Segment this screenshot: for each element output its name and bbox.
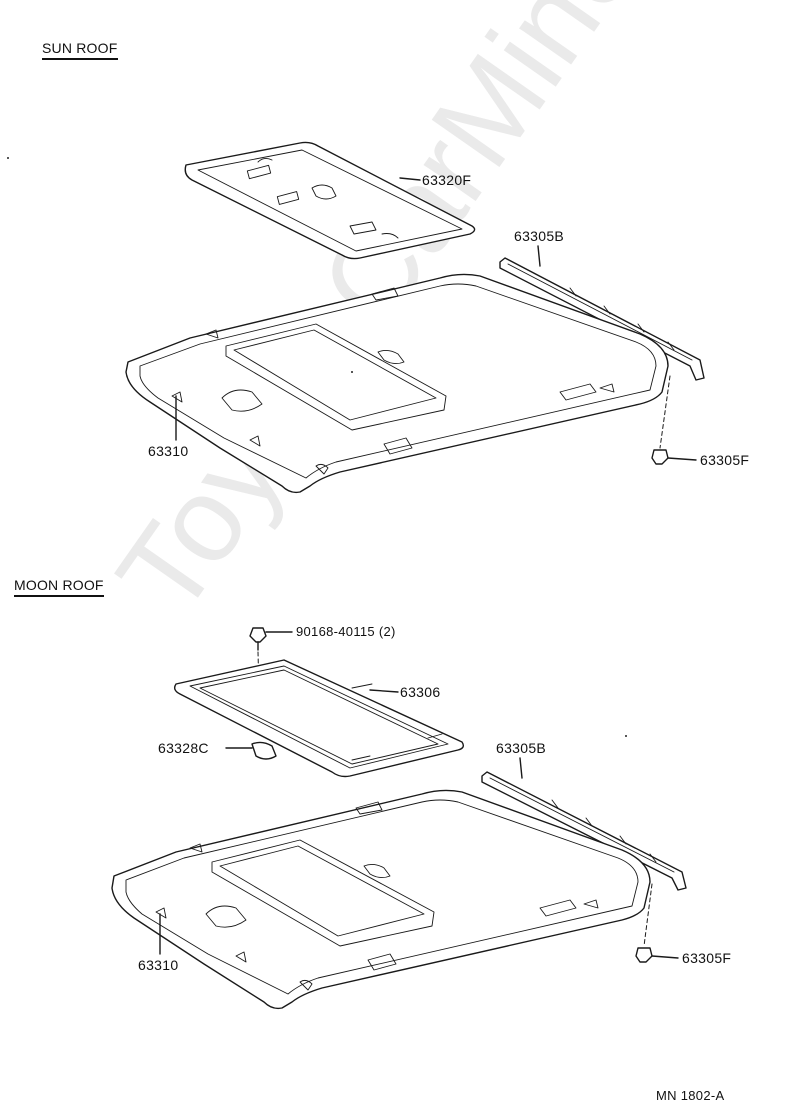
- label-trim-frame-63306: 63306: [400, 684, 441, 700]
- label-rail-63305B-moon: 63305B: [496, 740, 547, 756]
- label-screw-90168: 90168-40115 (2): [296, 624, 396, 639]
- leader-rail-1: [537, 245, 541, 267]
- moon-roof-knob: [225, 741, 277, 760]
- label-rail-63305B-sun: 63305B: [514, 228, 565, 244]
- moon-roof-clip: [635, 883, 679, 963]
- label-knob-63328C: 63328C: [158, 740, 209, 756]
- moon-roof-trim-frame: [173, 659, 465, 778]
- sun-roof-headliner: [125, 273, 669, 494]
- moon-roof-rail: [481, 771, 687, 891]
- label-clip-63305F-sun: 63305F: [700, 452, 750, 468]
- sun-roof-title: SUN ROOF: [42, 40, 118, 60]
- leader-trim-frame: [369, 689, 399, 693]
- sunshade-panel: [184, 141, 476, 260]
- leader-rail-2: [519, 757, 523, 779]
- label-sunshade-63320F: 63320F: [422, 172, 472, 188]
- leader-sunshade: [399, 177, 421, 181]
- label-clip-63305F-moon: 63305F: [682, 950, 732, 966]
- sun-roof-rail: [499, 257, 705, 381]
- moon-roof-title: MOON ROOF: [14, 577, 104, 597]
- label-headliner-63310-moon: 63310: [138, 957, 179, 973]
- diagram-code: MN 1802-A: [656, 1088, 725, 1103]
- sun-roof-clip: [651, 375, 697, 465]
- moon-roof-headliner: [111, 789, 651, 1010]
- label-headliner-63310-sun: 63310: [148, 443, 189, 459]
